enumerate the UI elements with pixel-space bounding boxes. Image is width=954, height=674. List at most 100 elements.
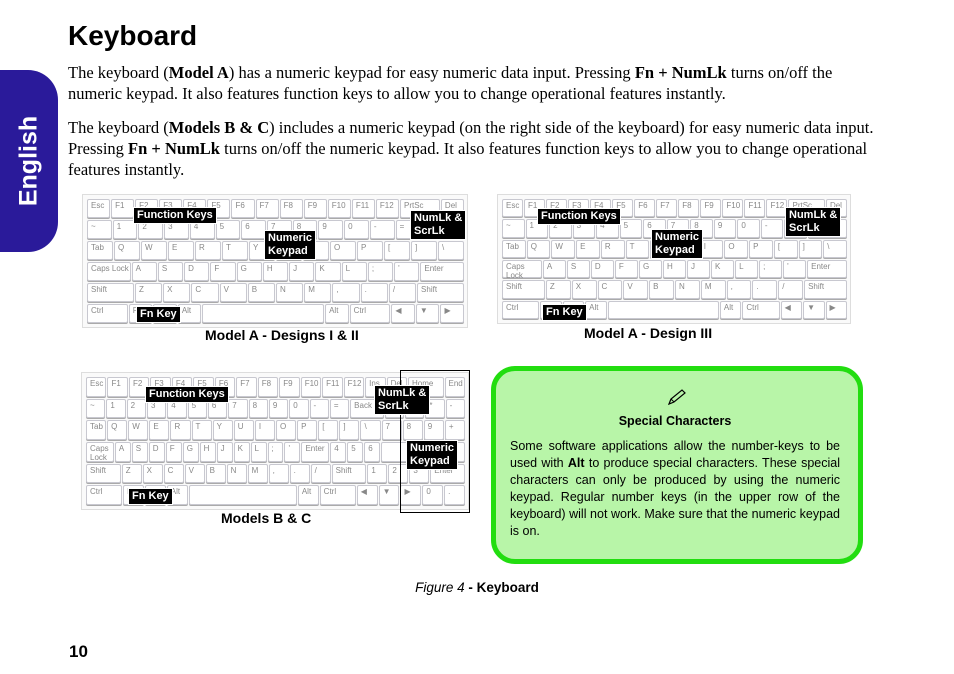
keyboard-key: ◀	[780, 300, 803, 319]
keyboard-key-legend: Z	[125, 465, 131, 475]
keyboard-key-legend: *	[429, 400, 433, 410]
keyboard-key: H	[199, 442, 216, 462]
keyboard-key-legend: F7	[240, 379, 250, 388]
keyboard-key: \	[360, 420, 381, 440]
keyboard-key: F9	[303, 199, 327, 218]
keyboard-key-legend: ~	[91, 222, 96, 231]
label-line: Numeric	[268, 232, 313, 244]
keyboard-key-legend: F1	[528, 201, 538, 210]
keyboard-key-legend: 2	[553, 221, 558, 231]
keyboard-key: Shift	[804, 280, 847, 299]
keyboard-key-legend: ]	[343, 422, 346, 432]
fn-key-label: Fn Key	[136, 306, 181, 323]
keyboard-key: Ctrl	[742, 300, 780, 319]
keyboard-key-legend: 1	[116, 222, 122, 231]
keyboard-key-legend: ~	[506, 221, 511, 231]
keyboard-key-legend: 5	[351, 444, 356, 453]
keyboard-key-legend: \	[364, 422, 367, 432]
keyboard-key: .	[752, 280, 778, 299]
keyboard-key-legend: G	[240, 264, 247, 273]
keyboard-key-legend: ~	[90, 400, 95, 410]
keyboard-key	[188, 485, 297, 505]
keyboard-key: K	[233, 442, 250, 462]
keyboard-key-legend: N	[679, 282, 685, 292]
keyboard-key: F7	[255, 199, 279, 218]
keyboard-key: ▼	[803, 300, 825, 319]
keyboard-key: F7	[236, 377, 257, 397]
keyboard-key-legend: 7	[271, 222, 276, 231]
keyboard-key: '	[284, 442, 301, 462]
keyboard-key-legend: Alt	[723, 302, 734, 312]
keyboard-key: Shift	[502, 280, 545, 299]
keyboard-key-legend: Esc	[506, 201, 520, 210]
keyboard-key-legend: -	[449, 400, 453, 410]
keyboard-key: V	[184, 463, 205, 484]
keyboard-key-legend: Ins	[369, 379, 380, 388]
keyboard-key-legend: [	[322, 422, 325, 432]
text-run: The keyboard (	[68, 118, 169, 137]
keyboard-key: C	[597, 280, 623, 299]
keyboard-key: Shift	[417, 283, 464, 302]
keyboard-key-legend: F9	[307, 201, 318, 210]
keyboard-key-legend: 7	[232, 400, 237, 410]
keyboard-key-legend: 3	[413, 465, 418, 475]
keyboard-key: Ctrl	[87, 304, 128, 323]
text-run: turns on/off the numeric keypad. It also…	[68, 63, 833, 103]
keyboard-key-legend: Y	[216, 422, 222, 432]
keyboard-key: A	[542, 260, 566, 279]
label-line: ScrLk	[789, 222, 820, 234]
keyboard-key: X	[142, 463, 163, 484]
keyboard-key-legend: -	[313, 400, 317, 410]
keyboard-key: Tab	[87, 241, 113, 260]
keyboard-key-legend: D	[594, 262, 601, 271]
function-keys-label: Function Keys	[133, 207, 217, 224]
keyboard-key: F7	[656, 199, 678, 218]
keyboard-key-legend: B	[251, 285, 258, 294]
intro-paragraph-model-a: The keyboard (Model A) has a numeric key…	[68, 62, 890, 104]
keyboard-key: I	[254, 420, 275, 440]
keyboard-key-legend: H	[266, 264, 273, 273]
keyboard-key-legend: 8	[406, 422, 412, 432]
keyboard-key-legend: '	[787, 262, 789, 271]
keyboard-key: ;	[367, 262, 394, 281]
keyboard-key-legend: Caps Lock	[91, 264, 129, 273]
keyboard-key: \	[823, 239, 847, 258]
text-run: to produce special characters. These spe…	[510, 456, 840, 538]
keyboard-key: ,	[268, 463, 289, 484]
keyboard-key: 5	[347, 442, 364, 462]
keyboard-key: Esc	[87, 199, 111, 218]
keyboard-key-legend: B	[653, 282, 659, 292]
keyboard-key: Tab	[86, 420, 107, 440]
pencil-icon	[667, 389, 686, 406]
function-keys-label: Function Keys	[537, 208, 621, 225]
keyboard-key: Q	[107, 420, 128, 440]
text-run: The keyboard (	[68, 63, 169, 82]
keyboard-key: F9	[279, 377, 300, 397]
keyboard-key-legend: ]	[802, 241, 805, 251]
keyboard-key-legend: L	[345, 264, 351, 273]
keyboard-key-legend: ,	[730, 282, 733, 292]
keyboard-key-legend: F2	[132, 379, 143, 388]
keyboard-key-legend: .	[293, 465, 296, 475]
keyboard-key-legend: T	[226, 243, 231, 252]
keyboard-key-legend: Ctrl	[746, 302, 759, 312]
keyboard-key-legend: Shift	[90, 465, 107, 475]
keyboard-key: Shift	[87, 283, 134, 302]
keyboard-key-legend: D	[152, 444, 159, 453]
keyboard-key-legend: 5	[191, 400, 197, 410]
keyboard-key-legend: F5	[197, 379, 207, 388]
keyboard-key: Alt	[325, 304, 349, 323]
keyboard-key-legend: Z	[549, 282, 555, 292]
numlk-scrlk-label: NumLk &ScrLk	[785, 207, 842, 237]
keyboard-key: [	[773, 239, 798, 258]
keyboard-key-legend: 7	[670, 221, 676, 231]
keyboard-key: N	[276, 283, 304, 302]
keyboard-key-legend: Home	[412, 379, 434, 388]
keyboard-key: P	[749, 239, 773, 258]
keyboard-key-legend: S	[161, 264, 168, 273]
keyboard-key: 8	[248, 398, 268, 419]
keyboard-key: C	[191, 283, 219, 302]
keyboard-key: Z	[545, 280, 571, 299]
